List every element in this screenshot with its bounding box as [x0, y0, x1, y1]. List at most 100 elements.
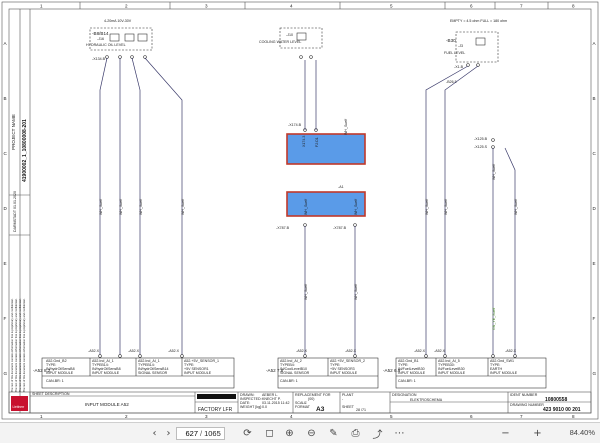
drawn-value: AEBER L.: [262, 393, 278, 397]
sensor-desc: COOLING WATER LEVEL: [259, 40, 301, 44]
terminal-label: -A52.X: [345, 349, 357, 353]
sensor-desc: FUEL LEVEL: [444, 51, 465, 55]
scale-value: -: [305, 401, 307, 405]
zoom-in-small-button[interactable]: +: [530, 426, 545, 441]
coolant-level-sensor: -J10 COOLING WATER LEVEL: [259, 27, 323, 59]
project-name-label: PROJECT NAME: [11, 114, 16, 150]
col-func: IN/FuelLevelB30: [438, 367, 465, 371]
col-sub: INPUT MODULE: [46, 371, 74, 375]
print-button[interactable]: ⎙: [348, 426, 363, 441]
module-connector-label: -X174.B: [288, 123, 302, 127]
fit-page-button[interactable]: ◻: [262, 426, 277, 441]
col-name: A52.Ind_AI_5: [438, 359, 460, 363]
grid-row-label: E: [4, 261, 7, 266]
zoom-out-button[interactable]: ⊖: [304, 426, 319, 441]
wire-label: WH_Suelf: [119, 199, 123, 215]
grid-col-label: 4: [290, 4, 293, 9]
grid-col-label: 8: [572, 4, 575, 9]
col-func: +5V SENSOR1: [184, 367, 209, 371]
col-type: TYPE:: [46, 363, 56, 367]
fit-page-icon: ◻: [265, 428, 274, 439]
page-number-input[interactable]: [180, 429, 198, 438]
col-name: A52.Ind_AI_2: [280, 359, 302, 363]
ident-number: 10800558: [545, 397, 567, 403]
rotate-icon: ⟳: [243, 428, 252, 439]
wire-label: GN_YE_Suelf: [492, 308, 496, 330]
col-name: A52.Gnd_B2: [46, 359, 67, 363]
col-sub: INPUT MODULE: [92, 371, 120, 375]
factory-label: FACTORY LFR: [198, 407, 233, 413]
fuel-level-sensor: EMPTY = 4.5 ohm FULL = 180 ohm -B30 -J3 …: [444, 19, 507, 84]
document-viewport[interactable]: 1 2 3 4 5 6 7 8 1 2 3 4 5 6 7 8 A B C D …: [0, 0, 600, 422]
more-icon: ⋯: [394, 428, 405, 439]
confidentiality-note: The text of this document contains infor…: [14, 298, 18, 392]
col-type: TYPEB30:: [438, 363, 455, 367]
col-type: TYPE:: [398, 363, 408, 367]
grid-col-label: 6: [470, 414, 473, 419]
wires: [99, 57, 516, 355]
col-type: TYPE:: [490, 363, 500, 367]
grid-col-label: 5: [390, 4, 393, 9]
grid-col-label: 7: [520, 4, 523, 9]
connector-label: -X125.B: [474, 137, 488, 141]
sheet-value: 28 /71: [356, 408, 366, 412]
confidentiality-note: The text of this document contains infor…: [22, 298, 26, 392]
sheet-border: [1, 1, 599, 420]
pen-icon: ✎: [329, 428, 338, 439]
weight-label: WEIGHT [kg]:: [240, 405, 262, 409]
col-name: A52.Gnd_SW1: [490, 359, 514, 363]
col-name: A52.+5V_SENSOR_2: [330, 359, 365, 363]
rotate-button[interactable]: ⟳: [240, 426, 255, 441]
zoom-out-small-button[interactable]: −: [498, 426, 513, 441]
ident-label: IDENT NUMBER: [510, 393, 538, 397]
grid-col-label: 2: [125, 4, 128, 9]
barcode: [197, 394, 236, 399]
drawing-number: 423 9010 00 201: [543, 407, 581, 413]
wire-label: WH_Suelf: [354, 199, 358, 215]
prev-page-button[interactable]: ‹: [147, 426, 162, 441]
grid-row-label: D: [593, 206, 597, 211]
sensor-desc: HYDRAULIC OIL LEVEL: [86, 43, 126, 47]
column-ruler-top: 1 2 3 4 5 6 7 8: [40, 2, 575, 9]
confidentiality-note: The text of this document contains infor…: [10, 298, 14, 392]
hydraulic-oil-sensor: 4-20mA 10V-30V -B8/B14 -J16 HYDRAULIC OI…: [86, 19, 153, 61]
zoom-level: 84.40%: [569, 428, 595, 437]
minus-icon: −: [501, 428, 510, 439]
terminal-label: -A52.X: [88, 349, 100, 353]
title-block: Liebherr SHEET DESCRIPTION INPUT MODULE …: [8, 391, 592, 414]
drawn-label: DRAWN:: [240, 393, 254, 397]
format-label: FORMAT: [295, 405, 311, 409]
col-func: IN/hydrOilSensB8: [92, 367, 121, 371]
module-bottom: -A1 -X787.B -X787.B: [276, 185, 366, 230]
grid-row-label: D: [4, 206, 8, 211]
grid-col-label: 6: [470, 4, 473, 9]
edit-button[interactable]: ✎: [326, 426, 341, 441]
date-value: 03.11.2015 11:42: [262, 401, 289, 405]
inspected-label: INSPECTED:: [240, 397, 262, 401]
schematic-sheet: 1 2 3 4 5 6 7 8 1 2 3 4 5 6 7 8 A B C D …: [1, 1, 599, 420]
more-button[interactable]: ⋯: [392, 426, 407, 441]
page-total: 1065: [204, 429, 221, 438]
next-page-button[interactable]: ›: [161, 426, 176, 441]
grid-row-label: G: [593, 371, 597, 376]
zoom-in-button[interactable]: ⊕: [282, 426, 297, 441]
col-type: TYPE:: [184, 363, 194, 367]
grid-row-label: C: [4, 151, 8, 156]
wire-label: WH_Suelf: [444, 199, 448, 215]
sheet-label: SHEET: [342, 405, 355, 409]
share-button[interactable]: ⤴: [370, 426, 385, 441]
viewer-toolbar: ‹ › / 1065 ⟳ ◻ ⊕ ⊖ ✎ ⎙ ⤴ ⋯ − + 84.40%: [0, 422, 600, 443]
weight-value: 0.0: [262, 405, 267, 409]
col-name: A52.+5V_SENSOR_1: [184, 359, 219, 363]
revision-info: DARMSTADT 01.01.2020: [13, 191, 17, 232]
left-info-strip: PROJECT NAME 41900002_1_10800008-201 DAR…: [9, 9, 31, 413]
company-logo-text: Liebherr: [13, 405, 26, 409]
terminal-label: -A52.X: [296, 349, 308, 353]
format-value: A3: [316, 406, 325, 413]
designation-label: DESIGNATION: [392, 393, 417, 397]
col-name: A52.Gnd_B1: [398, 359, 419, 363]
grid-row-label: F: [593, 316, 596, 321]
module-block-bottom: [286, 191, 366, 217]
terminal-label: -A52.X: [168, 349, 180, 353]
module-pin-label: X174.3: [302, 136, 306, 147]
